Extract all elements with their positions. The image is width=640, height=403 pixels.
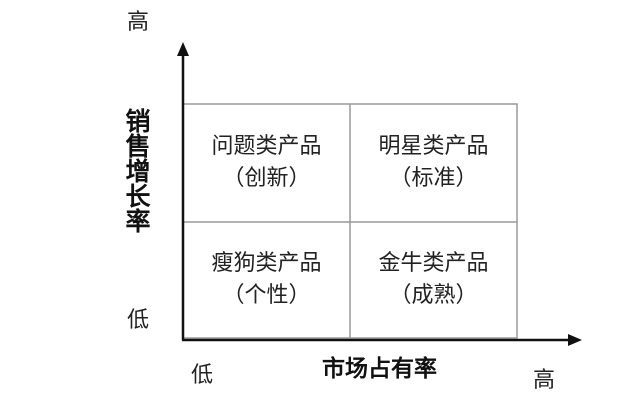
- x-axis-high-label: 高: [533, 368, 556, 393]
- x-axis-low-label: 低: [191, 363, 214, 388]
- quadrant-cash-cows: 金牛类产品 （成熟）: [350, 222, 517, 338]
- quadrant-title: 瘦狗类产品: [211, 251, 322, 276]
- quadrant-subtitle: （个性）: [222, 283, 311, 308]
- y-axis-title: 销售增长率: [122, 108, 151, 233]
- x-axis-arrow-icon: [568, 334, 582, 346]
- quadrant-dogs: 瘦狗类产品 （个性）: [183, 222, 350, 338]
- quadrant-title: 金牛类产品: [378, 251, 489, 276]
- y-axis-low-label: 低: [127, 308, 150, 333]
- quadrant-subtitle: （成熟）: [389, 283, 478, 308]
- quadrant-title: 问题类产品: [211, 134, 322, 159]
- y-axis-arrow-icon: [177, 42, 189, 56]
- quadrant-subtitle: （标准）: [389, 166, 478, 191]
- y-axis-high-label: 高: [127, 10, 150, 35]
- quadrant-stars: 明星类产品 （标准）: [350, 104, 517, 222]
- quadrant-subtitle: （创新）: [222, 166, 311, 191]
- x-axis-title: 市场占有率: [322, 356, 437, 382]
- quadrant-title: 明星类产品: [378, 134, 489, 159]
- quadrant-question-marks: 问题类产品 （创新）: [183, 104, 350, 222]
